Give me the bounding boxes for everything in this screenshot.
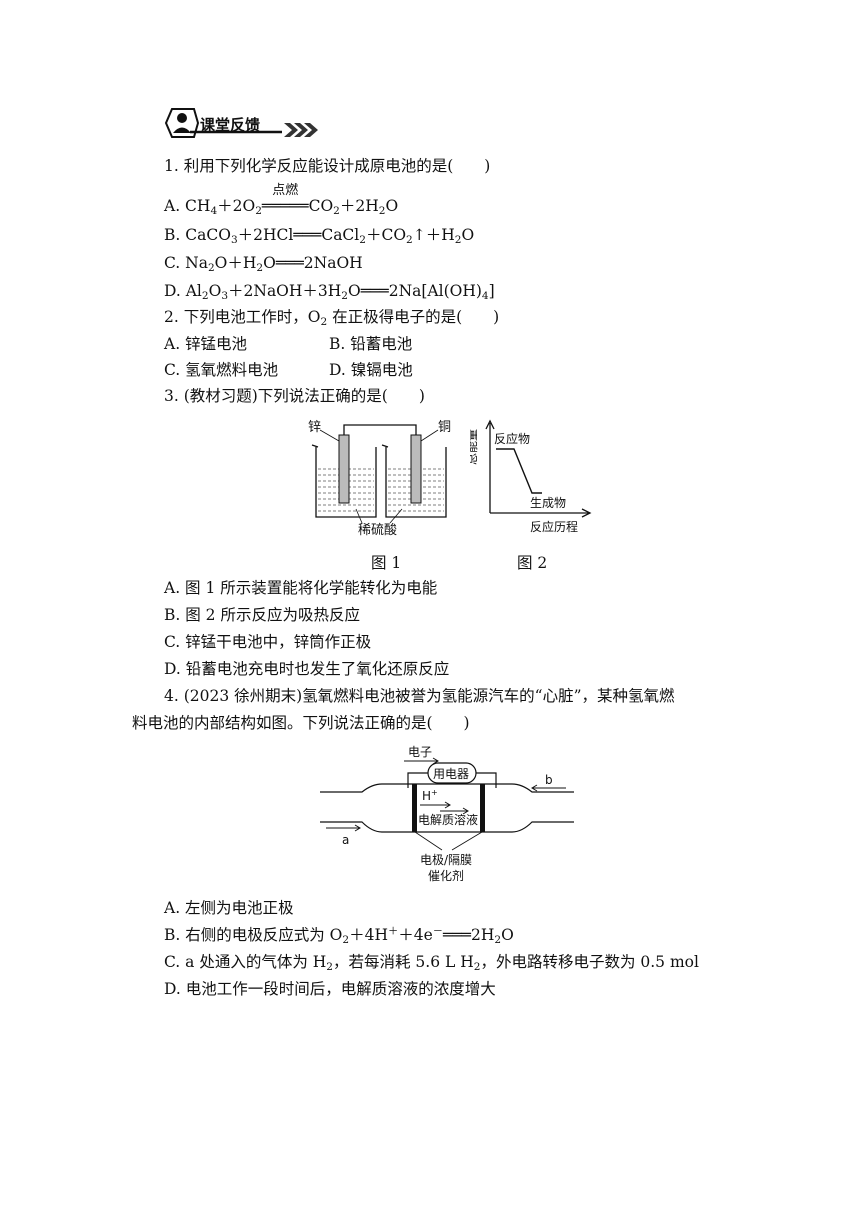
proton-label: H+	[422, 788, 438, 803]
q1-option-c: C. Na2O＋H2O═══2NaOH	[164, 254, 363, 274]
catalyst-label: 催化剂	[428, 868, 464, 883]
inlet-a-label: a	[342, 833, 349, 847]
q3-stem: 3. (教材习题)下列说法正确的是( )	[164, 387, 425, 405]
q3-option-a: A. 图 1 所示装置能将化学能转化为电能	[164, 579, 438, 597]
energy-ylabel: 总能量	[470, 429, 479, 465]
q2-stem: 2. 下列电池工作时，O2 在正极得电子的是( )	[164, 308, 500, 328]
person-icon	[177, 113, 187, 123]
zinc-electrode	[338, 434, 350, 504]
q1-option-d: D. Al2O3＋2NaOH＋3H2O═══2Na[Al(OH)4]	[164, 282, 495, 302]
q4-option-b: B. 右侧的电极反应式为 O2＋4H＋＋4e－═══2H2O	[164, 926, 514, 946]
inlet-a-arrow	[354, 824, 361, 832]
q4-option-a: A. 左侧为电池正极	[164, 899, 294, 917]
copper-electrode	[410, 434, 422, 504]
energy-curve	[496, 448, 542, 494]
q2-option-c: C. 氢氧燃料电池	[164, 361, 279, 379]
q2-stem-pre: 2. 下列电池工作时，O	[164, 308, 321, 326]
q4-option-b-pre: B. 右侧的电极反应式为 O	[164, 926, 343, 944]
q1-option-b-letter: B.	[164, 226, 181, 244]
badge-graphic: 课堂反馈	[164, 108, 318, 138]
q1-condition-arrow: 点燃═════	[261, 183, 309, 215]
q1-option-d-letter: D.	[164, 282, 181, 300]
copper-label: 铜	[438, 420, 451, 435]
right-electrode	[480, 784, 485, 832]
figure-1-galvanic-cell: 锌 铜 稀硫酸	[308, 420, 451, 537]
zinc-label: 锌	[308, 420, 321, 435]
q2-stem-post: 在正极得电子的是( )	[332, 308, 500, 326]
q2-option-a: A. 锌锰电池	[164, 335, 248, 353]
inlet-b-label: b	[545, 773, 553, 787]
q2-option-d: D. 镍镉电池	[329, 361, 413, 379]
device-box	[427, 762, 477, 784]
reaction-xlabel: 反应历程	[530, 519, 578, 534]
acid-label: 稀硫酸	[358, 523, 397, 537]
q3-option-b: B. 图 2 所示反应为吸热反应	[164, 606, 360, 624]
q4-option-c-pre: C. a 处通入的气体为 H	[164, 953, 327, 971]
membrane-label: 电极/隔膜	[420, 853, 472, 867]
left-electrode	[412, 784, 417, 832]
q1-option-a-prefix: A. CH	[164, 197, 211, 215]
chevrons-icon	[284, 123, 318, 137]
proton-arrow	[444, 801, 451, 809]
electron-label: 电子	[408, 745, 432, 759]
q4-stem-line2: 料电池的内部结构如图。下列说法正确的是( )	[132, 714, 470, 732]
section-badge: 课堂反馈	[160, 105, 335, 145]
q1-option-b: B. CaCO3＋2HCl═══CaCl2＋CO2↑＋H2O	[164, 226, 475, 246]
q4-option-c: C. a 处通入的气体为 H2，若每消耗 5.6 L H2，外电路转移电子数为 …	[164, 953, 699, 973]
q1-option-c-letter: C.	[164, 254, 181, 272]
figure-2-energy-diagram: 总能量 反应物 生成物 反应历程	[470, 419, 592, 534]
q4-option-d: D. 电池工作一段时间后，电解质溶液的浓度增大	[164, 980, 496, 998]
q1-stem: 1. 利用下列化学反应能设计成原电池的是( )	[164, 157, 491, 175]
q2-option-b: B. 铅蓄电池	[329, 335, 413, 353]
q4-stem-line1: 4. (2023 徐州期末)氢氧燃料电池被誉为氢能源汽车的“心脏”，某种氢氧燃	[164, 687, 675, 705]
figure-1-caption: 图 1	[371, 554, 402, 572]
reactant-label: 反应物	[494, 431, 530, 446]
figure-2-caption: 图 2	[517, 554, 548, 572]
product-label: 生成物	[530, 496, 566, 510]
electron-arrow	[432, 757, 439, 765]
fuel-cell-diagram: 用电器 电子 H+ 电解质溶液 a b 电极/隔膜 催化剂	[320, 745, 574, 883]
q3-option-d: D. 铅蓄电池充电时也发生了氧化还原反应	[164, 660, 450, 678]
inlet-b-arrow	[531, 784, 538, 792]
electrolyte-label: 电解质溶液	[418, 812, 478, 827]
q3-option-c: C. 锌锰干电池中，锌筒作正极	[164, 633, 372, 651]
device-label: 用电器	[433, 767, 469, 781]
badge-label: 课堂反馈	[200, 116, 260, 134]
q1-condition: 点燃	[272, 183, 299, 198]
